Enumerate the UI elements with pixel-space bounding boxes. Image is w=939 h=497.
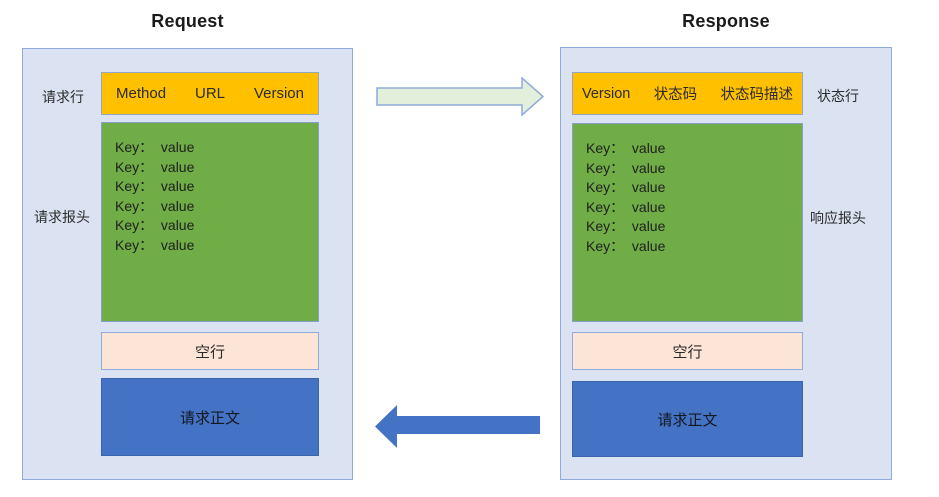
request-headers-label: 请求报头	[34, 209, 90, 225]
request-line-box: Method URL Version	[101, 72, 319, 115]
status-line-label: 状态行	[817, 88, 859, 104]
request-blank-line-box: 空行	[101, 332, 319, 370]
response-version: Version	[582, 85, 631, 102]
blank-line-text: 空行	[672, 343, 703, 361]
request-title: Request	[151, 11, 224, 31]
header-line: Key： value	[586, 237, 666, 254]
request-version: Version	[253, 85, 304, 102]
forward-arrow-icon	[376, 77, 544, 117]
header-line: Key： value	[115, 217, 195, 233]
header-line: Key： value	[115, 197, 195, 214]
header-line: Key： value	[115, 178, 195, 194]
response-status-desc: 状态码描述	[720, 87, 794, 103]
header-line: Key： value	[115, 158, 195, 175]
request-url: URL	[194, 85, 225, 102]
request-line-label: 请求行	[42, 89, 84, 105]
response-headers-label: 响应报头	[810, 210, 866, 226]
header-line: Key： value	[115, 236, 195, 253]
header-line: Key： value	[586, 179, 666, 195]
response-status-line-box: Version 状态码 状态码描述	[572, 72, 803, 115]
response-headers-box: Key： value Key： value Key： value Key： va…	[572, 123, 803, 322]
request-headers-box: Key： value Key： value Key： value Key： va…	[101, 122, 319, 322]
request-body-box: 请求正文	[101, 378, 319, 456]
response-title: Response	[682, 11, 770, 31]
header-line: Key： value	[115, 139, 195, 155]
header-line: Key： value	[586, 218, 666, 234]
response-status-code: 状态码	[653, 87, 698, 103]
header-line: Key： value	[586, 198, 666, 215]
response-body-box: 请求正文	[572, 381, 803, 457]
header-line: Key： value	[586, 140, 666, 156]
header-line: Key： value	[586, 159, 666, 176]
back-arrow-icon	[374, 403, 542, 449]
request-method: Method	[116, 85, 167, 102]
request-body-text: 请求正文	[179, 409, 240, 427]
response-blank-line-box: 空行	[572, 332, 803, 370]
blank-line-text: 空行	[194, 343, 225, 361]
response-body-text: 请求正文	[657, 411, 718, 429]
